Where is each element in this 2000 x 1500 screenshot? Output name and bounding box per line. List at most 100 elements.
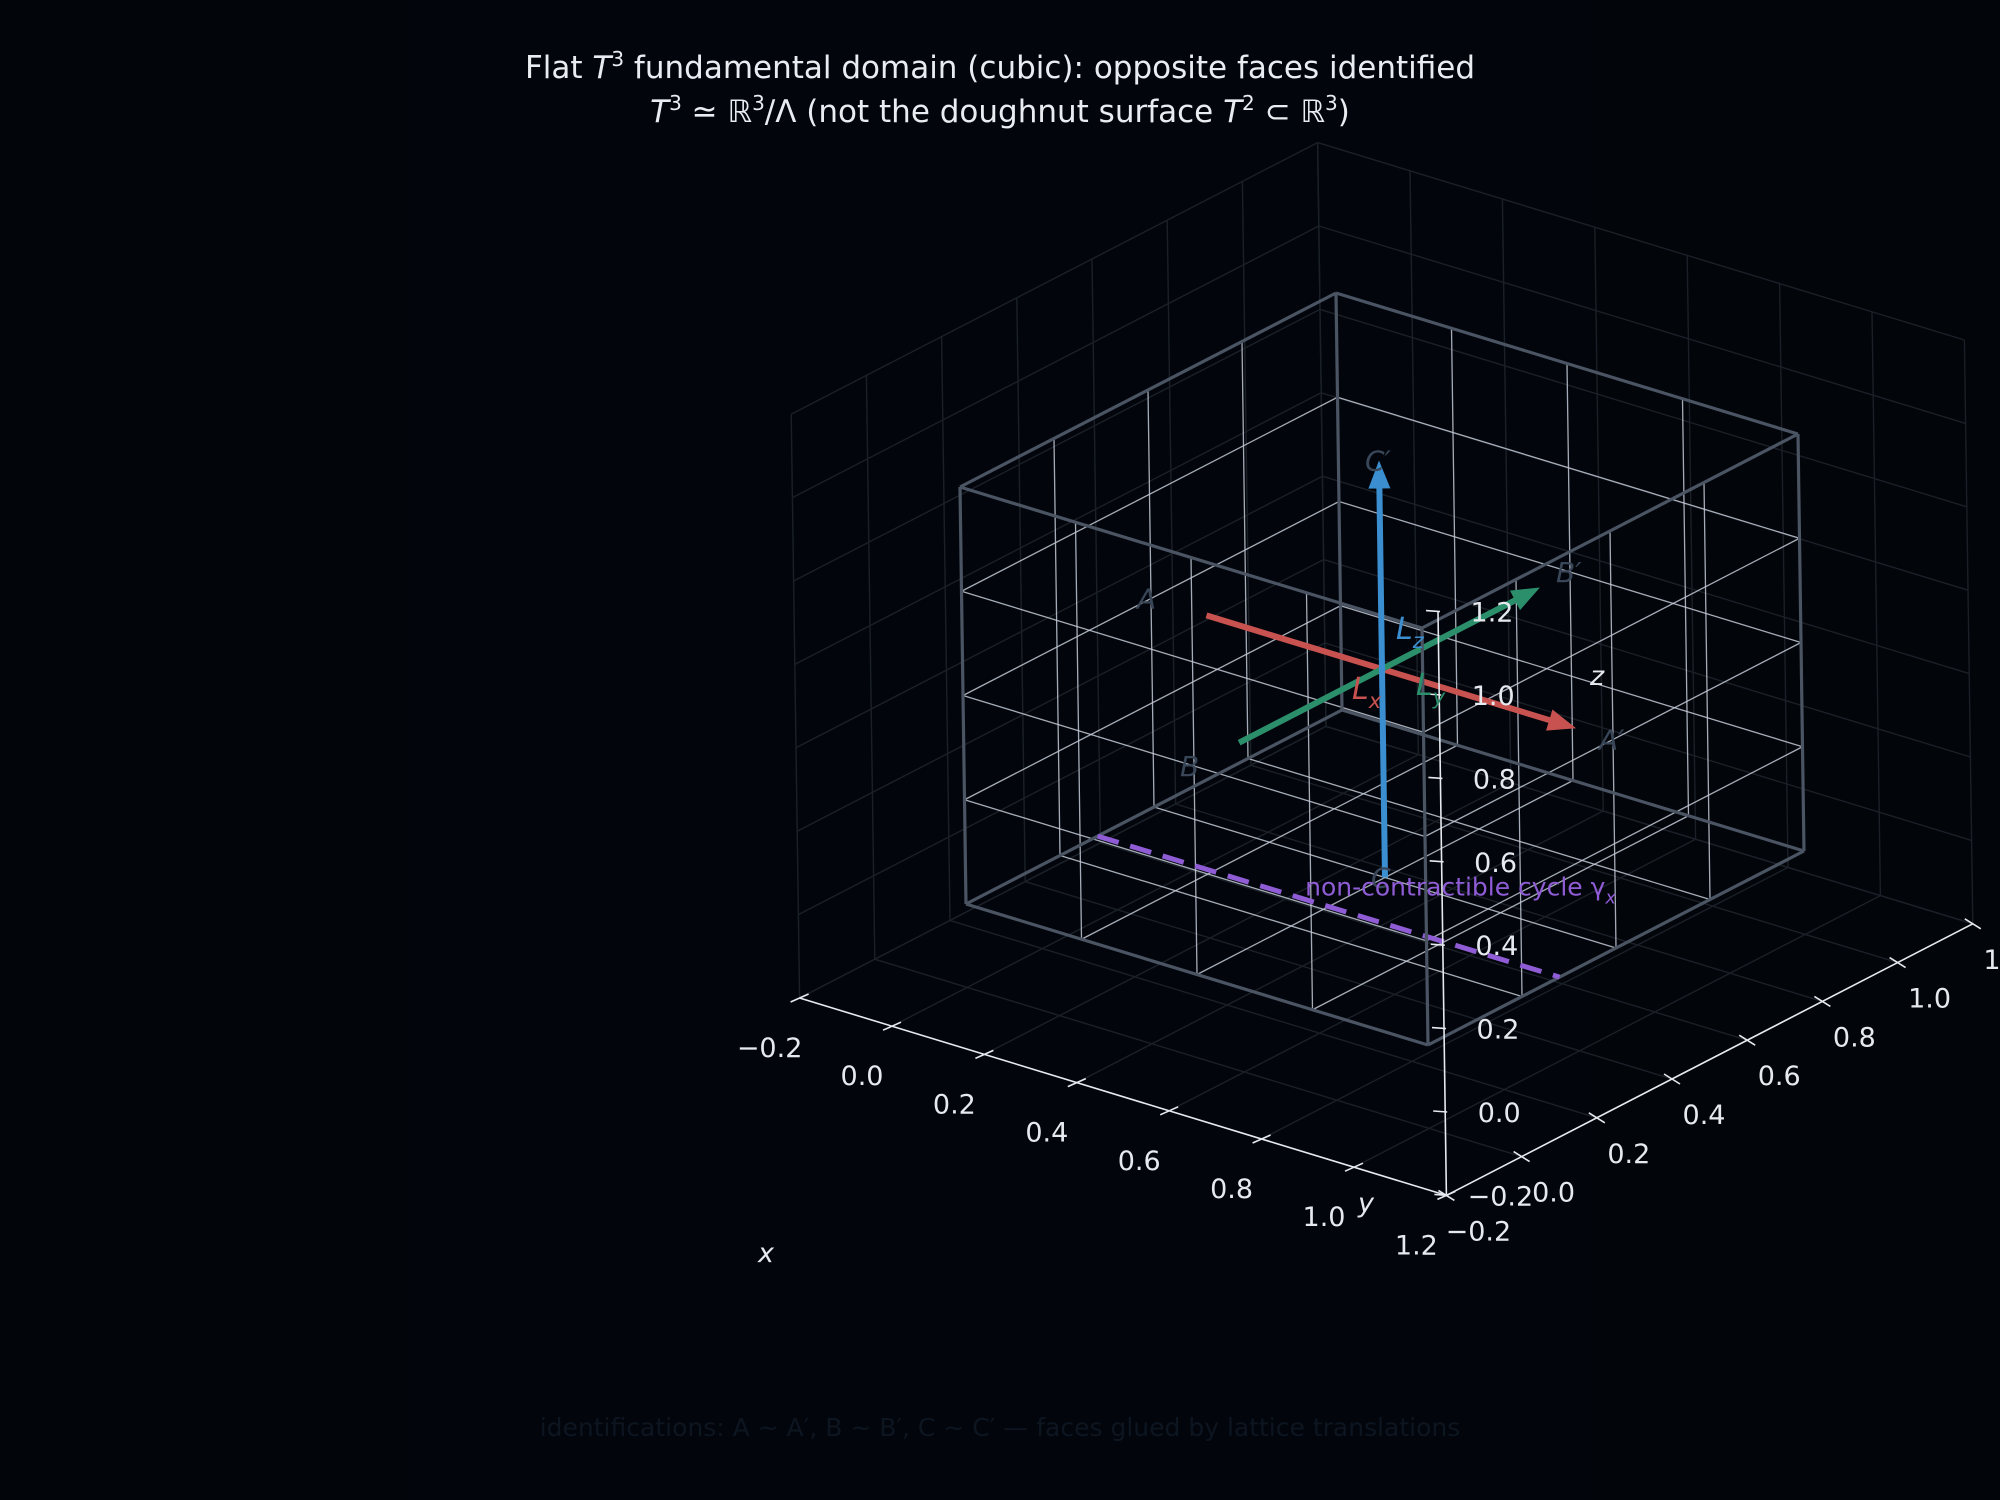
z-tick bbox=[1430, 943, 1445, 946]
pane-grid-line bbox=[1323, 558, 1971, 758]
pane-grid-line bbox=[1024, 880, 1673, 1080]
z-tick-label: 0.0 bbox=[1478, 1098, 1521, 1129]
pane-grid-line bbox=[790, 414, 801, 999]
x-tick bbox=[1067, 1077, 1087, 1088]
y-tick bbox=[1738, 1034, 1756, 1046]
cube-edge bbox=[959, 485, 1423, 630]
z-tick bbox=[1425, 609, 1441, 613]
pane-grid-line bbox=[793, 308, 1321, 582]
y-tick-label: 0.0 bbox=[1532, 1178, 1575, 1209]
x-tick-label: 0.6 bbox=[1118, 1146, 1161, 1177]
z-tick-label: 1.2 bbox=[1471, 598, 1514, 629]
pane-grid-line bbox=[1168, 838, 1696, 1112]
arrow-label: Lz bbox=[1396, 612, 1425, 653]
z-tick-label: 0.2 bbox=[1477, 1015, 1520, 1046]
x-tick-label: 1.0 bbox=[1303, 1202, 1346, 1233]
face-label: C bbox=[1371, 862, 1391, 895]
x-tick-label: 0.0 bbox=[841, 1061, 884, 1092]
non-contractible-cycle bbox=[1096, 833, 1561, 980]
cube-edge bbox=[1335, 291, 1799, 436]
cube-grid-line bbox=[1305, 592, 1314, 1010]
x-tick-label: 0.4 bbox=[1025, 1118, 1068, 1149]
z-tick bbox=[1427, 693, 1442, 696]
x-tick bbox=[1437, 1190, 1456, 1201]
y-tick-label: 0.8 bbox=[1833, 1022, 1876, 1053]
pane-grid-line bbox=[865, 375, 876, 960]
cube-grid-line bbox=[962, 500, 1340, 697]
x-tick bbox=[1344, 1162, 1364, 1172]
pane-grid-line bbox=[795, 475, 1323, 749]
face-label: A bbox=[1135, 583, 1156, 616]
x-tick-label: 0.2 bbox=[933, 1089, 976, 1120]
cycle-label: non-contractible cycle γx bbox=[1305, 873, 1616, 909]
z-tick-label: 0.4 bbox=[1475, 931, 1518, 962]
cube-edge bbox=[1796, 433, 1806, 852]
pane-grid-line bbox=[1686, 255, 1697, 840]
cube-edge bbox=[965, 902, 1429, 1047]
cube-edge bbox=[1421, 432, 1799, 630]
arrow-label: Ly bbox=[1416, 668, 1446, 709]
pane-grid-line bbox=[1501, 198, 1512, 783]
cube-edge bbox=[1427, 849, 1805, 1047]
x-axis-label: x bbox=[757, 1238, 775, 1269]
pane-grid-line bbox=[1016, 297, 1026, 882]
y-tick bbox=[1889, 956, 1907, 969]
cube-grid-line bbox=[961, 590, 1424, 733]
arrow-head-Lx bbox=[1546, 709, 1577, 731]
x-tick bbox=[882, 1021, 902, 1031]
face-label: A′ bbox=[1597, 724, 1625, 757]
arrow-label: Lx bbox=[1352, 672, 1382, 713]
pane-grid-line bbox=[794, 392, 1322, 666]
x-axis-line bbox=[799, 997, 1447, 1197]
pane-grid-line bbox=[798, 642, 1326, 916]
y-tick bbox=[1513, 1150, 1531, 1163]
identification-footer: identifications: A ~ A′, B ~ B′, C ~ C′ … bbox=[540, 1413, 1461, 1442]
z-tick bbox=[1428, 776, 1443, 780]
pane-grid-line bbox=[1319, 308, 1968, 508]
z-axis-label: z bbox=[1589, 661, 1605, 692]
x-tick-label: 1.2 bbox=[1395, 1230, 1438, 1261]
face-label: B′ bbox=[1556, 556, 1582, 589]
z-tick-label: 1.0 bbox=[1472, 681, 1515, 712]
y-axis-line bbox=[1446, 923, 1974, 1197]
y-axis-label: y bbox=[1357, 1188, 1375, 1219]
y-tick-label: 0.4 bbox=[1683, 1100, 1726, 1131]
pane-grid-line bbox=[984, 782, 1512, 1056]
cube-edge bbox=[1334, 292, 1344, 711]
z-axis-line bbox=[1437, 611, 1448, 1196]
cube-edge bbox=[958, 486, 968, 905]
y-tick-label: 0.6 bbox=[1758, 1061, 1801, 1092]
cube-grid-line bbox=[1703, 482, 1711, 900]
y-tick bbox=[1964, 918, 1982, 930]
cube-grid-line bbox=[1424, 641, 1802, 838]
x-tick bbox=[1252, 1134, 1271, 1144]
x-tick-label: −0.2 bbox=[737, 1033, 803, 1064]
z-tick-label: 0.6 bbox=[1474, 848, 1517, 879]
cube-grid-line bbox=[1247, 757, 1711, 901]
pane-grid-line bbox=[792, 225, 1320, 499]
arrow-head-Ly bbox=[1509, 587, 1540, 611]
cube-edge bbox=[959, 291, 1337, 489]
chart-title-line-2: T3 ≃ ℝ3/Λ (not the doughnut surface T2 ⊂… bbox=[650, 91, 1350, 130]
arrow-Lz bbox=[1376, 477, 1388, 878]
chart-title-line-1: Flat T3 fundamental domain (cubic): oppo… bbox=[525, 47, 1475, 86]
z-tick-label: 0.8 bbox=[1473, 764, 1516, 795]
x-tick bbox=[1159, 1106, 1179, 1116]
pane-grid-line bbox=[1871, 311, 1882, 896]
plot-panel bbox=[406, 0, 1590, 1500]
pane-grid-line bbox=[1409, 170, 1420, 755]
cube-grid-line bbox=[962, 694, 1426, 838]
z-tick bbox=[1433, 1110, 1448, 1113]
pane-grid-line bbox=[1324, 642, 1972, 842]
z-tick bbox=[1429, 860, 1444, 863]
pane-grid-line bbox=[1076, 810, 1604, 1084]
pane-grid-line bbox=[1316, 142, 1327, 727]
cube-grid-line bbox=[1681, 398, 1690, 816]
pane-grid-line bbox=[949, 919, 1598, 1119]
x-tick bbox=[975, 1049, 994, 1060]
pane-grid-line bbox=[891, 753, 1419, 1027]
cube-edge bbox=[965, 708, 1343, 906]
face-label: B bbox=[1180, 750, 1199, 783]
pane-grid-line bbox=[1322, 475, 1970, 675]
